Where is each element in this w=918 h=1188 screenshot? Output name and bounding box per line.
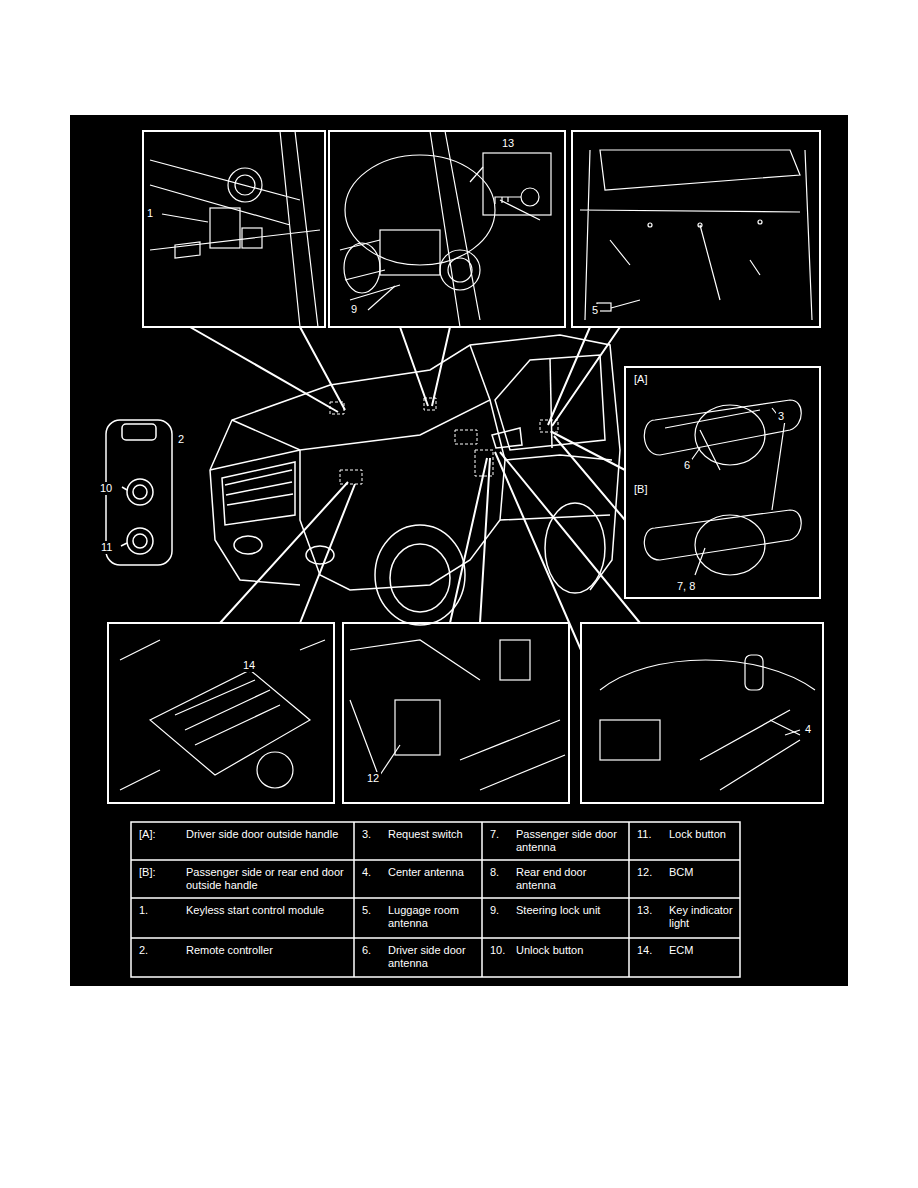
table-cell: Luggage room antenna <box>388 904 478 930</box>
table-number: 2. <box>139 944 148 957</box>
table-number: 5. <box>362 904 371 917</box>
table-number: 6. <box>362 944 371 957</box>
table-number: 10. <box>490 944 505 957</box>
callout-number: 4 <box>803 723 813 736</box>
callout-number: 5 <box>590 304 600 317</box>
callout-number: 11 <box>99 541 114 554</box>
callout-number: 14 <box>241 659 257 672</box>
callout-number: [A] <box>632 373 649 386</box>
table-number: 3. <box>362 828 371 841</box>
table-cell: Steering lock unit <box>516 904 626 917</box>
callout-number: 12 <box>365 772 381 785</box>
table-cell: Request switch <box>388 828 478 841</box>
table-number: 8. <box>490 866 499 879</box>
table-number: 4. <box>362 866 371 879</box>
table-cell: Key indicator light <box>669 904 737 930</box>
table-number: [A]: <box>139 828 156 841</box>
table-cell: BCM <box>669 866 737 879</box>
table-cell: Passenger side or rear end door outside … <box>186 866 348 892</box>
table-cell: Remote controller <box>186 944 348 957</box>
table-cell: Passenger side door antenna <box>516 828 626 854</box>
callout-number: 1 <box>145 207 155 220</box>
callout-number: 6 <box>682 459 692 472</box>
table-cell: Center antenna <box>388 866 478 879</box>
callout-number: 13 <box>500 137 516 150</box>
callout-number: 2 <box>176 433 186 446</box>
table-cell: Lock button <box>669 828 737 841</box>
table-number: 13. <box>637 904 652 917</box>
table-number: 12. <box>637 866 652 879</box>
table-number: 7. <box>490 828 499 841</box>
table-cell: Keyless start control module <box>186 904 348 917</box>
callout-number: 7, 8 <box>675 580 697 593</box>
table-cell: Unlock button <box>516 944 626 957</box>
table-number: 11. <box>637 828 651 841</box>
table-number: [B]: <box>139 866 156 879</box>
table-cell: Rear end door antenna <box>516 866 626 892</box>
callout-number: [B] <box>632 483 649 496</box>
table-number: 14. <box>637 944 652 957</box>
table-cell: ECM <box>669 944 737 957</box>
callout-number: 10 <box>98 482 114 495</box>
table-number: 1. <box>139 904 148 917</box>
table-number: 9. <box>490 904 499 917</box>
table-cell: Driver side door outside handle <box>186 828 348 841</box>
callout-number: 3 <box>776 410 786 423</box>
table-cell: Driver side door antenna <box>388 944 478 970</box>
callout-number: 9 <box>349 303 359 316</box>
